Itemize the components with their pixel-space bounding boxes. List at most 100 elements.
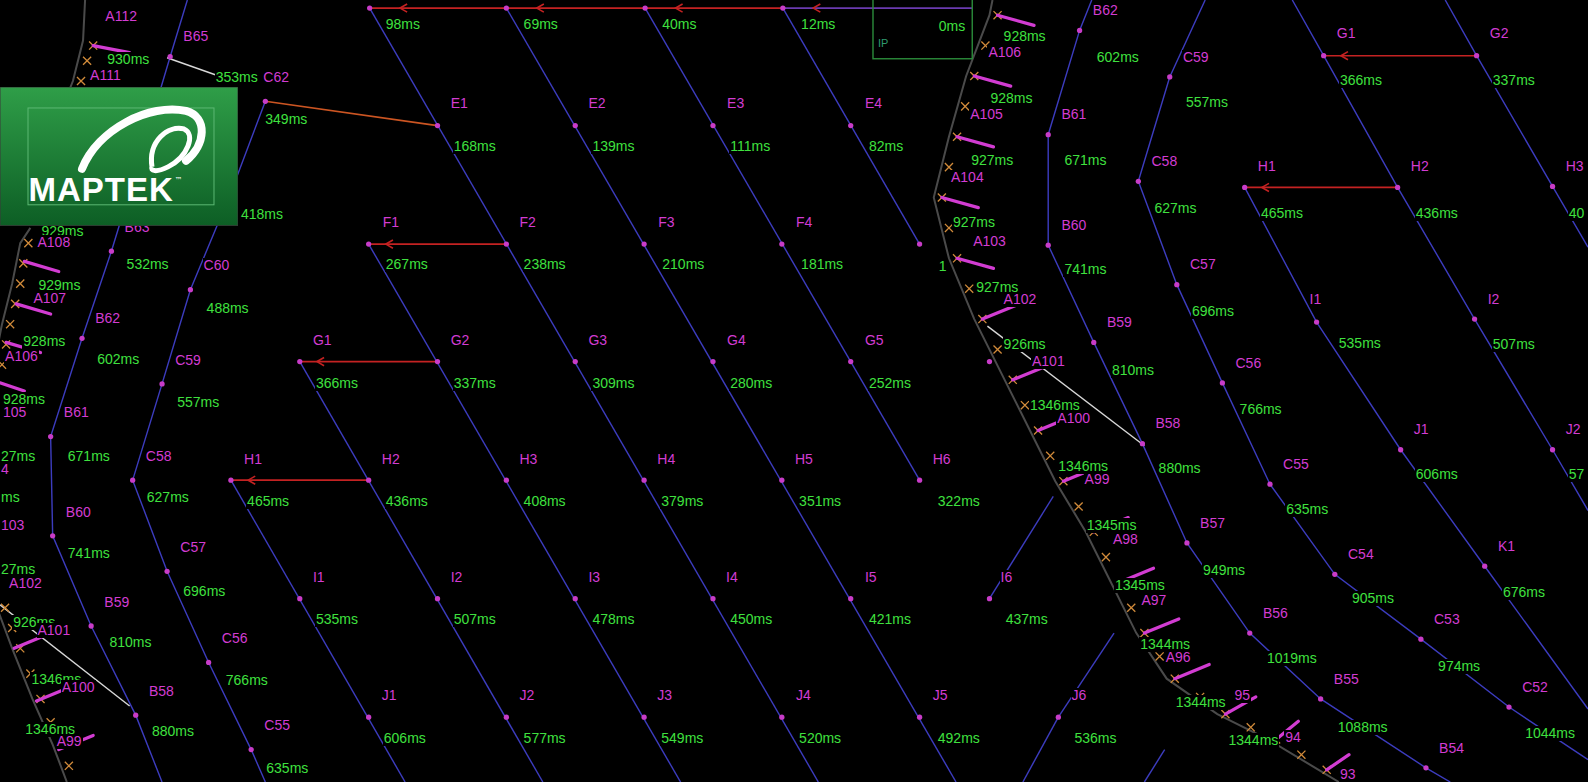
- hole-id: A103: [972, 234, 1007, 249]
- delay-time: 635ms: [265, 761, 309, 776]
- logo-panel: [0, 87, 238, 226]
- hole-id: I1: [1309, 292, 1323, 307]
- hole-id: C55: [263, 718, 291, 733]
- hole-id: H4: [656, 452, 676, 467]
- delay-time: 928ms: [1003, 29, 1047, 44]
- presplit-edge: [0, 0, 1339, 782]
- delay-time: 408ms: [523, 494, 567, 509]
- hole-id: B55: [1333, 672, 1360, 687]
- delay-time: 465ms: [1260, 206, 1304, 221]
- delay-time: 627ms: [1154, 201, 1198, 216]
- delay-time: 949ms: [1202, 563, 1246, 578]
- delay-time: 465ms: [246, 494, 290, 509]
- hole-id: J5: [932, 688, 949, 703]
- delay-time: 557ms: [176, 395, 220, 410]
- delay-time: 349ms: [264, 112, 308, 127]
- hole-id: C52: [1521, 680, 1549, 695]
- hole-id: F4: [795, 215, 813, 230]
- hole-id: 103: [0, 518, 25, 533]
- brand-name: MAPTEK: [28, 172, 173, 208]
- delay-time: 40ms: [661, 17, 697, 32]
- delay-time: 40: [1568, 206, 1586, 221]
- tie-line: [51, 0, 1588, 782]
- delay-time: 676ms: [1502, 585, 1546, 600]
- hole-id: A97: [1140, 593, 1167, 608]
- trunk-line: [370, 4, 973, 12]
- delay-time: 366ms: [1339, 73, 1383, 88]
- hole-id: G3: [587, 333, 608, 348]
- hole-id: A106: [987, 45, 1022, 60]
- delay-time: 930ms: [106, 52, 150, 67]
- hole-id: C57: [1189, 257, 1217, 272]
- hole-id: H1: [243, 452, 263, 467]
- delay-time: 337ms: [453, 376, 497, 391]
- delay-time: ms: [0, 490, 21, 505]
- delay-time: 535ms: [1338, 336, 1382, 351]
- delay-time: 602ms: [1096, 50, 1140, 65]
- hole-id: I2: [1487, 292, 1501, 307]
- hole-id: C55: [1282, 457, 1310, 472]
- delay-time: 520ms: [798, 731, 842, 746]
- delay-time: 549ms: [660, 731, 704, 746]
- trademark-sign: ™: [175, 176, 183, 186]
- hole-id: J1: [1413, 422, 1430, 437]
- delay-time: 696ms: [1191, 304, 1235, 319]
- delay-time: 27ms: [0, 562, 36, 577]
- delay-time: 1044ms: [1524, 726, 1576, 741]
- hole-id: G2: [1489, 26, 1510, 41]
- hole-id: A105: [969, 107, 1004, 122]
- presplit-hole: [1144, 619, 1178, 633]
- tie-line: [989, 496, 1053, 598]
- delay-time: 741ms: [1063, 262, 1107, 277]
- hole-id: B62: [94, 311, 121, 326]
- delay-time: 98ms: [385, 17, 421, 32]
- arrow-chevron: [248, 52, 1348, 485]
- delay-time: 1: [938, 259, 948, 274]
- hole-id: H5: [794, 452, 814, 467]
- hole-id: J2: [519, 688, 536, 703]
- hole-id: E3: [726, 96, 745, 111]
- hole-id: A98: [1112, 532, 1139, 547]
- presplit-hole: [957, 137, 993, 147]
- hole-id: I3: [587, 570, 601, 585]
- arrow-chevron: [400, 4, 820, 12]
- delay-time: 927ms: [952, 215, 996, 230]
- delay-time: 507ms: [1492, 337, 1536, 352]
- hole-id: I1: [312, 570, 326, 585]
- tie-line: [370, 8, 819, 782]
- hole-id: J2: [1565, 422, 1582, 437]
- hole-id: C53: [1433, 612, 1461, 627]
- delay-time: 810ms: [1111, 363, 1155, 378]
- hole-id: C58: [1151, 154, 1179, 169]
- delay-time: 1345ms: [1114, 578, 1166, 593]
- delay-connector: [0, 605, 130, 706]
- presplit-hole: [957, 258, 993, 268]
- hole-id: K1: [1497, 539, 1516, 554]
- tie-line: [1445, 0, 1588, 247]
- delay-time: 450ms: [729, 612, 773, 627]
- delay-time: 181ms: [800, 257, 844, 272]
- delay-time: 905ms: [1351, 591, 1395, 606]
- hole-id: B61: [1060, 107, 1087, 122]
- hole-id: C58: [145, 449, 173, 464]
- hole-id: A111: [89, 68, 122, 83]
- hole-id: J6: [1071, 688, 1088, 703]
- delay-time: 322ms: [937, 494, 981, 509]
- delay-time: 280ms: [729, 376, 773, 391]
- logo-wordmark: MAPTEK™: [0, 87, 238, 208]
- origin-label: IP: [877, 36, 889, 51]
- hole-id: G1: [312, 333, 333, 348]
- delay-time: 252ms: [868, 376, 912, 391]
- presplit-hole: [982, 305, 1016, 319]
- presplit-hole: [974, 76, 1010, 86]
- row-connector: [300, 361, 438, 363]
- hole-id: E1: [450, 96, 469, 111]
- delay-time: 741ms: [67, 546, 111, 561]
- initiation-box: [873, 0, 972, 59]
- hole-id: H3: [1565, 159, 1585, 174]
- tie-line: [300, 362, 543, 782]
- hole-id: B59: [103, 595, 130, 610]
- hole-id: B59: [1106, 315, 1133, 330]
- delay-time: 880ms: [1158, 461, 1202, 476]
